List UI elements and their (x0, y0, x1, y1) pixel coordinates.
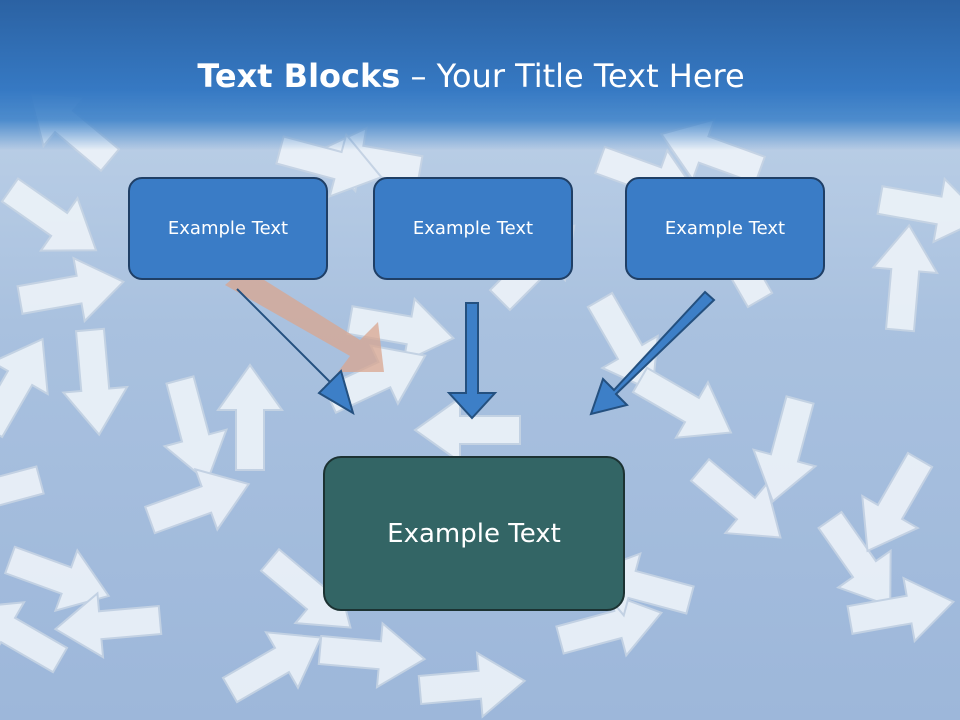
title-separator: – (400, 57, 437, 95)
page-title: Text Blocks – Your Title Text Here (0, 56, 942, 96)
text-block-label: Example Text (167, 218, 289, 239)
title-rest: Your Title Text Here (436, 57, 745, 95)
text-block-result[interactable]: Example Text (323, 456, 625, 611)
text-block-label: Example Text (387, 518, 561, 549)
arrow-down-icon (446, 302, 498, 420)
text-block-top-right[interactable]: Example Text (625, 177, 825, 280)
text-block-top-center[interactable]: Example Text (373, 177, 573, 280)
text-block-label: Example Text (664, 218, 786, 239)
text-block-top-left[interactable]: Example Text (128, 177, 328, 280)
title-bold: Text Blocks (197, 57, 401, 95)
arrow-down-left-icon (589, 290, 716, 416)
arrow-down-right-icon (236, 288, 355, 416)
title-bar (0, 0, 960, 150)
text-block-label: Example Text (412, 218, 534, 239)
